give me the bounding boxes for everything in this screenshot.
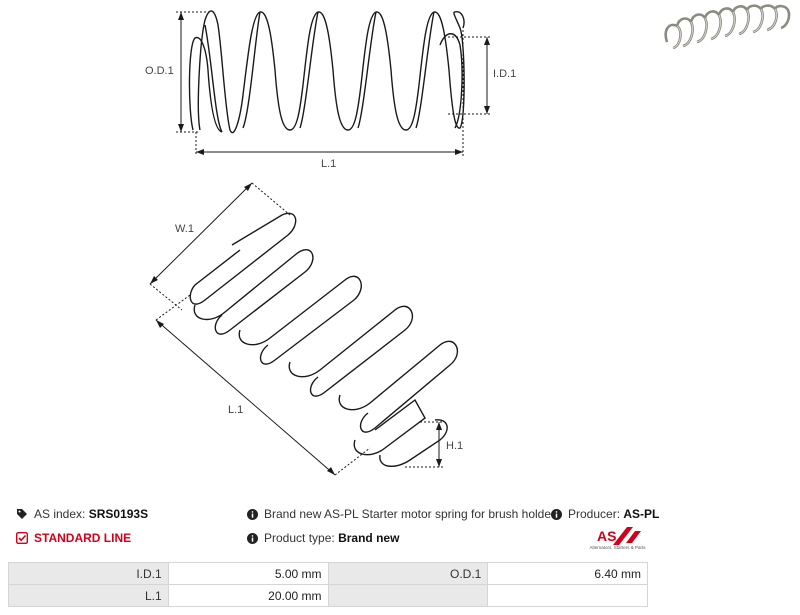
as-index-label: AS index: <box>34 507 86 521</box>
param-value-cell: 20.00 mm <box>167 584 329 607</box>
width-dimension-label: W.1 <box>175 223 194 235</box>
producer-label: Producer: <box>568 507 621 521</box>
logo-text: AS <box>597 528 616 544</box>
table-row: I.D.1 5.00 mm O.D.1 6.40 mm <box>8 562 648 585</box>
table-row: L.1 20.00 mm <box>8 584 648 607</box>
product-type-label: Product type: <box>264 531 335 545</box>
param-label-cell: O.D.1 <box>327 562 489 585</box>
spring-technical-drawing <box>149 10 492 476</box>
info-icon <box>247 533 258 544</box>
tag-icon <box>17 509 27 519</box>
length-dimension-label: L.1 <box>321 158 337 170</box>
as-pl-logo: AS Alternators, Starters & Parts <box>585 525 650 553</box>
spring-isometric-view <box>189 212 459 467</box>
od-dimension-label: O.D.1 <box>145 65 174 77</box>
product-description: Brand new AS-PL Starter motor spring for… <box>264 507 556 521</box>
parameters-table: I.D.1 5.00 mm O.D.1 6.40 mm L.1 20.00 mm <box>8 562 648 607</box>
logo-tagline: Alternators, Starters & Parts <box>589 545 646 550</box>
standard-line-label: STANDARD LINE <box>34 531 132 545</box>
spring-side-view <box>188 10 465 134</box>
as-index-value: SRS0193S <box>88 507 149 521</box>
id-dimension-label: I.D.1 <box>493 68 517 80</box>
spring-product-photo <box>655 0 800 60</box>
checkbox-icon <box>16 532 28 544</box>
description-row: Brand new AS-PL Starter motor spring for… <box>247 507 555 521</box>
param-value-cell: 6.40 mm <box>487 562 648 585</box>
product-type-row: Product type: Brand new <box>247 531 399 545</box>
producer-value: AS-PL <box>623 507 660 521</box>
param-label-cell: L.1 <box>8 584 169 607</box>
param-value-cell <box>487 584 648 607</box>
as-logo-mark: AS <box>597 527 641 545</box>
height-dimension-label: H.1 <box>446 440 464 452</box>
producer-row: Producer: AS-PL <box>551 507 659 521</box>
param-value-cell: 5.00 mm <box>167 562 329 585</box>
info-icon <box>247 509 258 520</box>
side-length-dimension-label: L.1 <box>228 404 244 416</box>
param-label-cell <box>327 584 489 607</box>
as-index-row: AS index: SRS0193S <box>16 507 148 521</box>
standard-line-badge: STANDARD LINE <box>16 531 131 545</box>
param-label-cell: I.D.1 <box>8 562 169 585</box>
product-type-value: Brand new <box>338 531 400 545</box>
info-icon <box>551 509 562 520</box>
